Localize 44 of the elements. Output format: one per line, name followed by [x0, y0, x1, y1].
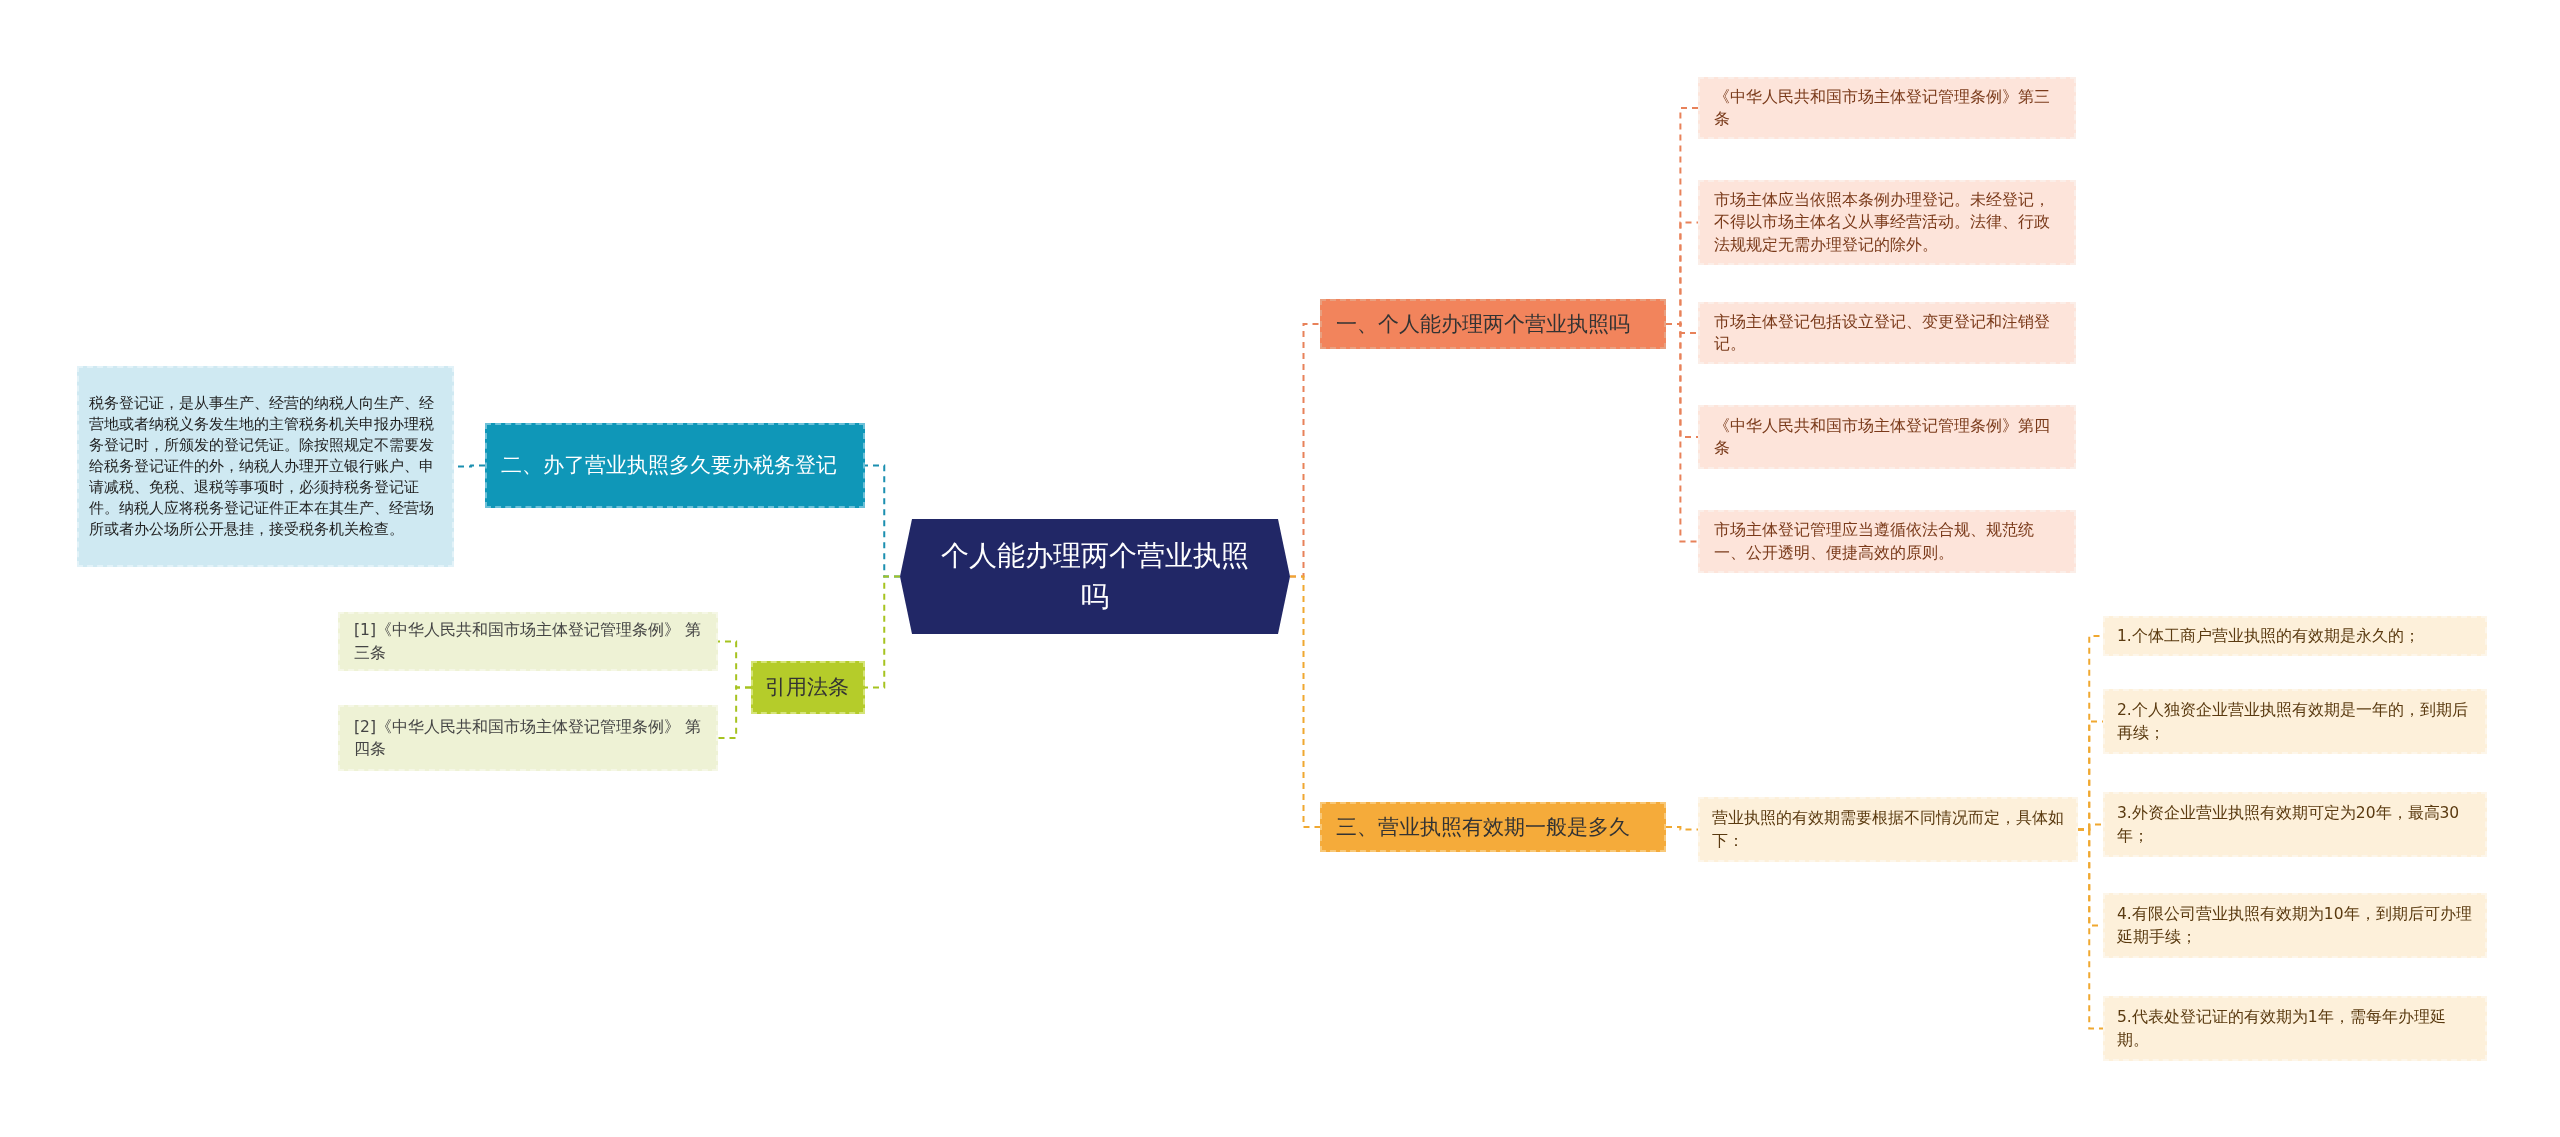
node-text: 《中华人民共和国市场主体登记管理条例》第三条: [1714, 86, 2051, 130]
node-text: 市场主体登记管理应当遵循依法合规、规范统一、公开透明、便捷高效的原则。: [1714, 520, 2035, 564]
node-text: 市场主体应当依照本条例办理登记。未经登记，不得以市场主体名义从事经营活动。法律、行政法规规定无需办理登记的除外。: [1714, 189, 2051, 256]
connector-line: [864, 575, 901, 689]
topic-box: [1320, 299, 1666, 349]
node-text: 2.个人独资企业营业执照有效期是一年的，到期后再续；: [2117, 700, 2469, 744]
note-box: [1698, 405, 2076, 469]
node-text: 营业执照的有效期需要根据不同情况而定，具体如下：: [1712, 808, 2064, 852]
note-box: [2103, 616, 2487, 656]
node-text: 个人能办理两个营业执照吗: [940, 537, 1250, 615]
note-box: [338, 705, 718, 771]
topic-box: [485, 423, 865, 508]
note-box: [1698, 510, 2076, 573]
node-text: 二、办了营业执照多久要办税务登记: [501, 452, 837, 480]
connector-line: [1289, 575, 1321, 828]
note-box: [1698, 77, 2076, 139]
note-box: [2103, 689, 2487, 754]
node-text: [1]《中华人民共和国市场主体登记管理条例》 第三条: [354, 620, 702, 664]
topic-box: [1320, 802, 1666, 852]
node-text: 3.外资企业营业执照有效期可定为20年，最高30年；: [2117, 803, 2461, 847]
note-box: [2103, 792, 2487, 857]
node-text: 市场主体登记包括设立登记、变更登记和注销登记。: [1714, 311, 2051, 355]
node-text: 一、个人能办理两个营业执照吗: [1336, 310, 1630, 338]
connector-line: [2077, 828, 2104, 1030]
node-text: 三、营业执照有效期一般是多久: [1336, 813, 1630, 841]
topic-hexagon: [900, 519, 1290, 634]
node-text: 《中华人民共和国市场主体登记管理条例》第四条: [1714, 415, 2051, 459]
node-text: 5.代表处登记证的有效期为1年，需每年办理延期。: [2117, 1007, 2447, 1051]
note-box: [2103, 893, 2487, 958]
note-box: [1698, 797, 2078, 862]
note-box: [2103, 996, 2487, 1061]
node-text: 1.个体工商户营业执照的有效期是永久的；: [2117, 625, 2420, 647]
note-box: [1698, 302, 2076, 364]
node-text: 4.有限公司营业执照有效期为10年，到期后可办理延期手续；: [2117, 904, 2473, 948]
note-box: [1698, 180, 2076, 265]
note-box: [338, 612, 718, 671]
note-box: [77, 366, 454, 567]
node-text: [2]《中华人民共和国市场主体登记管理条例》 第四条: [354, 716, 702, 760]
connector-line: [717, 686, 752, 739]
connector-line: [1665, 826, 1699, 831]
topic-box: [751, 661, 865, 714]
node-text: 税务登记证，是从事生产、经营的纳税人向生产、经营地或者纳税义务发生地的主管税务机关申报办理税务登记时，所颁发的登记凭证。除按照规定不需要发给税务登记证件的外，纳税人办理开立银行账户、申请减税、免税、退税等事项时，必须持税务登记证件。纳税人应将税务登记证件正本在其生产、经营场所或者办公场所公开悬挂，接受税务机关检查。: [89, 393, 435, 540]
connector-line: [1665, 323, 1699, 543]
node-text: 引用法条: [765, 674, 849, 702]
